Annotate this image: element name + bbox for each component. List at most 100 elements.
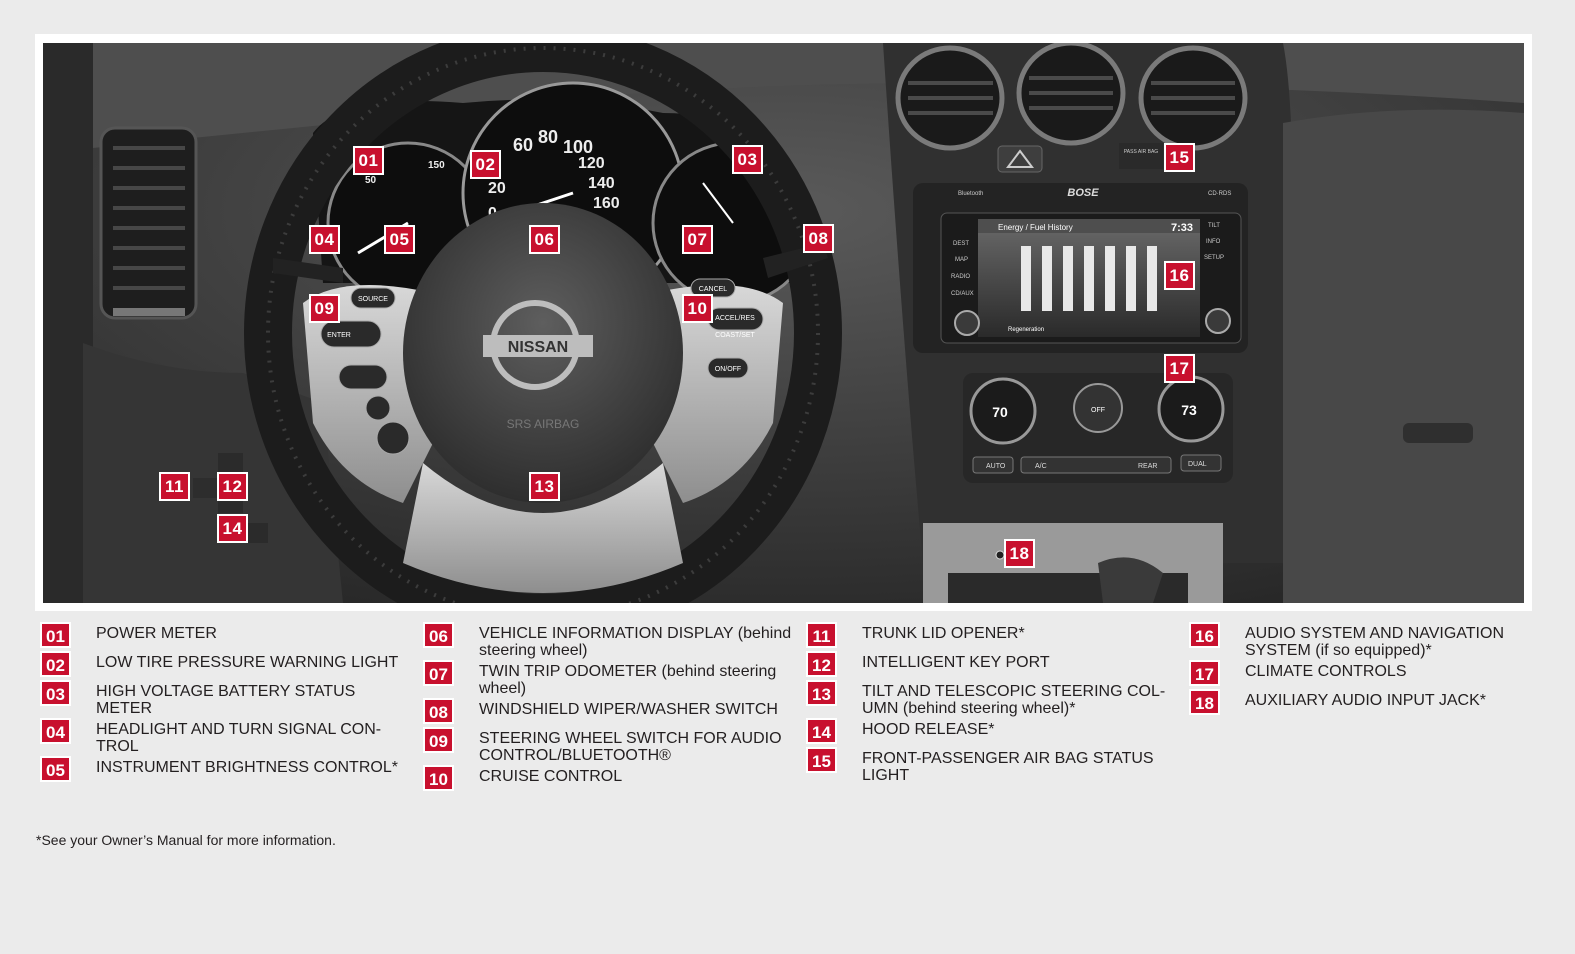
cd-aux-button-label: CD/AUX (951, 291, 974, 297)
gauge-number: 20 (488, 180, 506, 197)
legend-number: 03 (40, 680, 71, 706)
legend-text-line2: SYSTEM (if so equipped)* (1245, 642, 1432, 659)
left-temp-display: 70 (992, 404, 1008, 420)
gauge-number: 100 (563, 137, 593, 157)
legend-number: 01 (40, 622, 71, 648)
gauge-number: 80 (538, 127, 558, 147)
legend-text-line1: TWIN TRIP ODOMETER (479, 663, 658, 680)
callout-12: 12 (217, 472, 248, 501)
legend-text-line2: LIGHT (862, 767, 910, 784)
gauge-number: 160 (593, 195, 620, 212)
coast-set-label: COAST/SET (715, 332, 755, 339)
info-button-label: INFO (1206, 239, 1221, 245)
legend-text: AUXILIARY AUDIO INPUT JACK* (1245, 692, 1486, 709)
accel-res-label: ACCEL/RES (715, 315, 755, 322)
legend-text: HEADLIGHT AND TURN SIGNAL CON-TROL (96, 721, 426, 755)
enter-button-label: ENTER (327, 332, 351, 339)
legend-text-line1: AUDIO SYSTEM AND NAVIGATION (1245, 625, 1504, 642)
callout-11: 11 (159, 472, 190, 501)
legend-text-lower: (behind steering (661, 663, 777, 680)
on-off-label: ON/OFF (715, 366, 741, 373)
legend-text-line2: CONTROL/BLUETOOTH® (479, 747, 671, 764)
callout-05: 05 (384, 225, 415, 254)
legend-number: 12 (806, 651, 837, 677)
bose-logo: BOSE (1067, 187, 1099, 199)
legend-text: INSTRUMENT BRIGHTNESS CONTROL* (96, 759, 398, 776)
legend-text-line1: HEADLIGHT AND TURN SIGNAL CON- (96, 721, 382, 738)
legend-number: 14 (806, 718, 837, 744)
gauge-number: 60 (513, 135, 533, 155)
gauge-number: 50 (365, 175, 377, 186)
legend-number: 17 (1189, 660, 1220, 686)
legend-number: 15 (806, 747, 837, 773)
bluetooth-label: Bluetooth (958, 191, 983, 197)
legend-text-lower: (behind (737, 625, 792, 642)
gauge-number: 150 (428, 160, 445, 171)
footnote: *See your Owner’s Manual for more inform… (36, 832, 336, 848)
legend-text: TRUNK LID OPENER* (862, 625, 1025, 642)
gauge-number: 120 (578, 155, 605, 172)
legend-text: TWIN TRIP ODOMETER (behind steering wheel… (479, 663, 809, 697)
legend-text-line2: wheel) (479, 680, 527, 697)
callout-15: 15 (1164, 143, 1195, 172)
legend-number: 10 (423, 765, 454, 791)
legend-number: 06 (423, 622, 454, 648)
setup-button-label: SETUP (1204, 255, 1224, 261)
legend-number: 02 (40, 651, 71, 677)
ac-button-label: A/C (1035, 463, 1047, 470)
legend-number: 13 (806, 680, 837, 706)
legend-number: 11 (806, 622, 837, 648)
legend-text: VEHICLE INFORMATION DISPLAY (behind steer… (479, 625, 809, 659)
cancel-button-label: CANCEL (699, 286, 728, 293)
legend-text: CRUISE CONTROL (479, 768, 623, 785)
right-temp-display: 73 (1181, 402, 1197, 418)
legend-text-line1: TILT AND TELESCOPIC STEERING COL- (862, 683, 1166, 700)
radio-button-label: RADIO (951, 274, 970, 280)
callout-16: 16 (1164, 261, 1195, 290)
callout-02: 02 (470, 150, 501, 179)
screen-time: 7:33 (1171, 222, 1193, 234)
callout-01: 01 (353, 146, 384, 175)
callout-17: 17 (1164, 354, 1195, 383)
screen-title: Energy / Fuel History (998, 223, 1073, 232)
legend-text-line2: METER (96, 700, 152, 717)
gauge-number: 140 (588, 175, 615, 192)
legend-text-line1: VEHICLE INFORMATION DISPLAY (479, 625, 734, 642)
callout-18: 18 (1004, 539, 1035, 568)
callout-04: 04 (309, 225, 340, 254)
legend-text: HOOD RELEASE* (862, 721, 995, 738)
legend-number: 18 (1189, 689, 1220, 715)
callout-14: 14 (217, 514, 248, 543)
nissan-emblem-text: NISSAN (508, 339, 568, 356)
dual-button-label: DUAL (1188, 461, 1207, 468)
legend-text: LOW TIRE PRESSURE WARNING LIGHT (96, 654, 399, 671)
off-knob-label: OFF (1091, 407, 1105, 414)
legend-number: 09 (423, 727, 454, 753)
legend-number: 07 (423, 660, 454, 686)
auto-button-label: AUTO (986, 463, 1006, 470)
callout-08: 08 (803, 224, 834, 253)
callout-09: 09 (309, 294, 340, 323)
legend-text-line2: UMN (behind steering wheel)* (862, 700, 1076, 717)
legend-text: WINDSHIELD WIPER/WASHER SWITCH (479, 701, 778, 718)
map-button-label: MAP (955, 257, 968, 263)
legend-text-line2: steering wheel) (479, 642, 588, 659)
source-button-label: SOURCE (358, 296, 388, 303)
dashboard-photo: 60 80 100 120 140 160 20 0 50 150 NISSAN… (43, 43, 1524, 603)
legend-text: POWER METER (96, 625, 217, 642)
screen-footer: Regeneration (1008, 327, 1044, 333)
legend-number: 04 (40, 718, 71, 744)
legend-text-line2: TROL (96, 738, 139, 755)
callout-10: 10 (682, 294, 713, 323)
legend-text: CLIMATE CONTROLS (1245, 663, 1407, 680)
pass-airbag-label: PASS AIR BAG (1124, 149, 1158, 155)
rear-button-label: REAR (1138, 463, 1157, 470)
legend-text-line1: FRONT-PASSENGER AIR BAG STATUS (862, 750, 1154, 767)
airbag-label: SRS AIRBAG (507, 417, 580, 431)
cd-rds-label: CD·RDS (1208, 191, 1231, 197)
tilt-button-label: TILT (1208, 223, 1220, 229)
legend-text: TILT AND TELESCOPIC STEERING COL-UMN (be… (862, 683, 1192, 717)
